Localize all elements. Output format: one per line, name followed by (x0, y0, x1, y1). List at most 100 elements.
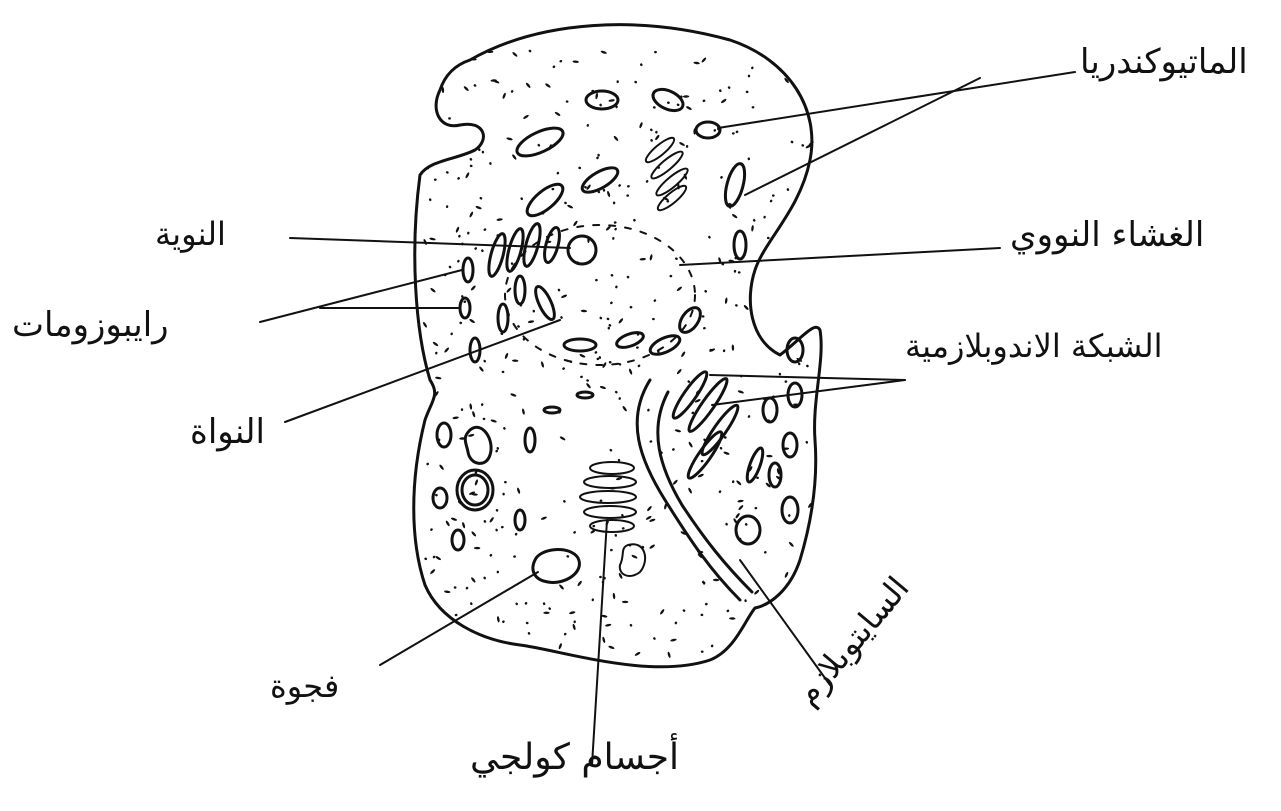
stipple-dot (631, 554, 638, 559)
stipple-dot (634, 651, 641, 656)
stipple-dot (445, 520, 450, 527)
stipple-dot (723, 451, 730, 455)
stipple-dot (473, 84, 477, 88)
stipple-dot (640, 258, 647, 261)
stipple-dot (653, 637, 656, 641)
stipple-dot (496, 447, 499, 450)
stipple-dot (506, 137, 513, 141)
stipple-dot (672, 448, 676, 452)
stipple-dot (430, 569, 436, 575)
stipple-dot (522, 408, 526, 415)
stipple-dot (465, 172, 470, 179)
stipple-dot (748, 75, 751, 78)
stipple-dot (540, 361, 544, 368)
stipple-dot (618, 397, 621, 400)
stipple-dot (703, 327, 706, 330)
stipple-dot (495, 449, 499, 453)
stipple-dot (581, 310, 588, 313)
stipple-dot (700, 459, 703, 462)
stipple-dot (525, 82, 531, 88)
stipple-dot (608, 99, 615, 102)
stipple-dot (647, 408, 650, 412)
stipple-dot (554, 111, 561, 116)
stipple-dot (605, 623, 612, 627)
stipple-dot (444, 347, 450, 353)
stipple-dot (710, 644, 713, 648)
stipple-dot (769, 199, 772, 203)
stipple-dot (455, 226, 460, 233)
stipple-dot (646, 505, 652, 511)
stipple-dot (578, 166, 581, 169)
stipple-dot (428, 198, 431, 202)
stipple-dot (649, 518, 656, 522)
stipple-dot (600, 50, 607, 54)
stipple-dot (599, 575, 602, 578)
label-golgi-bodies: أجسام كولجي (470, 740, 679, 776)
stipple-dot (676, 286, 682, 292)
stipple-dot (470, 164, 473, 167)
stipple-dot (543, 602, 546, 605)
stipple-dot (599, 316, 603, 320)
stipple-dot (622, 405, 628, 412)
stipple-dot (450, 332, 453, 335)
stipple-dot (766, 455, 773, 458)
stipple-dot (701, 57, 707, 63)
stipple-dot (628, 368, 633, 375)
stipple-dot (577, 580, 583, 587)
stipple-dot (501, 526, 504, 529)
stipple-dot (595, 279, 598, 282)
stipple-dot (609, 448, 613, 452)
stipple-dot (445, 171, 449, 175)
stipple-dot (708, 235, 712, 239)
stipple-dot (701, 650, 704, 653)
stipple-dot (786, 188, 789, 191)
stipple-dot (731, 213, 738, 219)
stipple-dot (432, 555, 436, 559)
leader-nucleus (285, 320, 560, 422)
stipple-dot (524, 601, 528, 605)
stipple-dot (496, 218, 503, 221)
stipple-dot (605, 225, 611, 231)
stipple-dot (470, 602, 473, 605)
stipple-dot (457, 259, 460, 263)
stipple-dot (463, 300, 467, 304)
stipple-dot (592, 598, 595, 601)
stipple-dot (463, 86, 469, 92)
stipple-dot (506, 287, 512, 293)
stipple-dot (483, 228, 487, 232)
stipple-dot (735, 304, 739, 308)
stipple-dot (430, 287, 436, 293)
stipple-dot (744, 599, 747, 602)
stipple-dot (502, 493, 505, 496)
label-endoplasmic-reticulum: الشبكة الاندوبلازمية (905, 330, 1163, 362)
stipple-dot (738, 271, 741, 273)
stipple-dot (481, 249, 484, 253)
stipple-dot (725, 522, 728, 525)
stipple-dot (747, 415, 750, 418)
label-nuclear-membrane: الغشاء النووي (1010, 218, 1204, 252)
stipple-dot (610, 301, 614, 305)
stipple-dot (502, 371, 505, 374)
stipple-dot (502, 620, 506, 624)
stipple-dot (613, 221, 616, 224)
stipple-dot (622, 527, 625, 530)
stipple-dot (489, 162, 492, 165)
stipple-dot (686, 145, 688, 148)
stipple-dot (502, 92, 507, 99)
stipple-dot (616, 80, 618, 83)
stipple-dot (702, 99, 705, 102)
stipple-dot (465, 586, 469, 590)
stipple-dot (645, 180, 648, 184)
stipple-dot (545, 83, 552, 89)
stipple-dot (599, 385, 606, 389)
stipple-dot (676, 103, 680, 107)
stipple-dot (735, 130, 739, 133)
stipple-dot (558, 643, 563, 650)
stipple-dot (482, 418, 485, 421)
stipple-dot (599, 103, 602, 106)
stipple-dot (470, 577, 476, 584)
stipple-dot (444, 590, 451, 593)
stipple-dot (596, 156, 600, 160)
vacuole-shape (533, 550, 579, 583)
